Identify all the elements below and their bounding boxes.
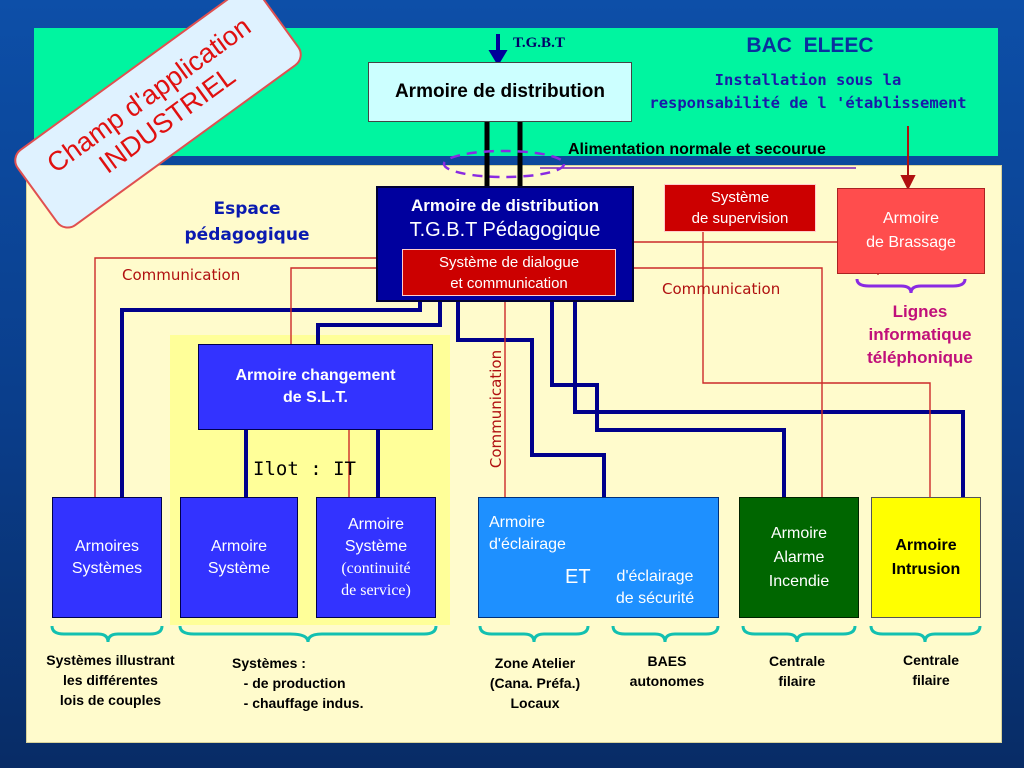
- espace-pedagogique-label: Espace pédagogique: [184, 199, 310, 245]
- slt-box: Armoire changement de S.L.T.: [198, 344, 433, 430]
- communication-label-right: Communication: [662, 280, 781, 298]
- tgbt-pedagogique-line2: T.G.B.T Pédagogique: [409, 219, 601, 241]
- bac-eleec-title: BAC ELEEC: [746, 34, 874, 57]
- brace-3: [478, 625, 590, 643]
- brassage-label: Armoire de Brassage: [866, 210, 956, 251]
- brassage-box: Armoire de Brassage: [837, 188, 985, 274]
- footer-label-centrale-1: Centrale filaire: [768, 653, 826, 689]
- ilot-label: Ilot : IT: [253, 458, 356, 480]
- armoires-systemes-box: Armoires Systèmes: [52, 497, 162, 618]
- brace-6: [869, 625, 982, 643]
- footer-label-production: Systèmes : - de production - chauffage i…: [232, 655, 364, 711]
- armoire-systeme-label: Armoire Système: [207, 537, 271, 577]
- tgbt-pedagogique-line1: Armoire de distribution: [411, 196, 599, 215]
- alimentation-label: Alimentation normale et secourue: [568, 141, 826, 158]
- brace-1: [50, 625, 164, 643]
- slt-label: Armoire changement de S.L.T.: [235, 367, 396, 406]
- communication-label-vertical: Communication: [487, 349, 505, 469]
- armoire-intrusion-label: Armoire Intrusion: [891, 536, 961, 578]
- eclairage-et-label: ET: [565, 566, 591, 588]
- communication-label-left: Communication: [122, 266, 241, 284]
- dialog-system-label: Système de dialogue et communication: [438, 253, 580, 292]
- brace-5: [741, 625, 857, 643]
- brace-4: [611, 625, 720, 643]
- armoire-continuite-box: Armoire Système (continuité de service): [316, 497, 436, 618]
- tgbt-label: T.G.B.T: [513, 35, 565, 51]
- armoire-continuite-title: Armoire Système: [344, 515, 408, 555]
- footer-label-centrale-2: Centrale filaire: [902, 652, 960, 688]
- armoire-systeme-box: Armoire Système: [180, 497, 298, 618]
- armoires-systemes-label: Armoires Systèmes: [71, 537, 143, 577]
- lignes-label: Lignes informatique téléphonique: [867, 302, 973, 367]
- alarme-incendie-label: Armoire Alarme Incendie: [768, 524, 830, 590]
- armoire-intrusion-box: Armoire Intrusion: [871, 497, 981, 618]
- armoire-distribution-header-label: Armoire de distribution: [394, 81, 606, 102]
- footer-label-zone-atelier: Zone Atelier (Cana. Préfa.) Locaux: [489, 655, 581, 711]
- armoire-eclairage-box: Armoire d'éclairage ET d'éclairage de sé…: [478, 497, 719, 618]
- supervision-box: Système de supervision: [664, 184, 816, 232]
- installation-subtitle: Installation sous la responsabilité de l…: [649, 71, 967, 112]
- brace-2: [178, 625, 438, 643]
- dialog-system-box: Système de dialogue et communication: [402, 249, 616, 296]
- supervision-label: Système de supervision: [691, 189, 789, 227]
- eclairage-label: Armoire d'éclairage: [489, 514, 566, 553]
- armoire-distribution-header: Armoire de distribution: [368, 62, 632, 122]
- eclairage-securite-label: d'éclairage de sécurité: [615, 568, 695, 607]
- armoire-continuite-sub: (continuité de service): [341, 559, 411, 599]
- footer-label-baes: BAES autonomes: [629, 653, 705, 689]
- footer-label-systemes: Systèmes illustrant les différentes lois…: [46, 652, 175, 708]
- footer-braces: [50, 625, 982, 643]
- brassage-brace: [855, 278, 967, 294]
- alarme-incendie-box: Armoire Alarme Incendie: [739, 497, 859, 618]
